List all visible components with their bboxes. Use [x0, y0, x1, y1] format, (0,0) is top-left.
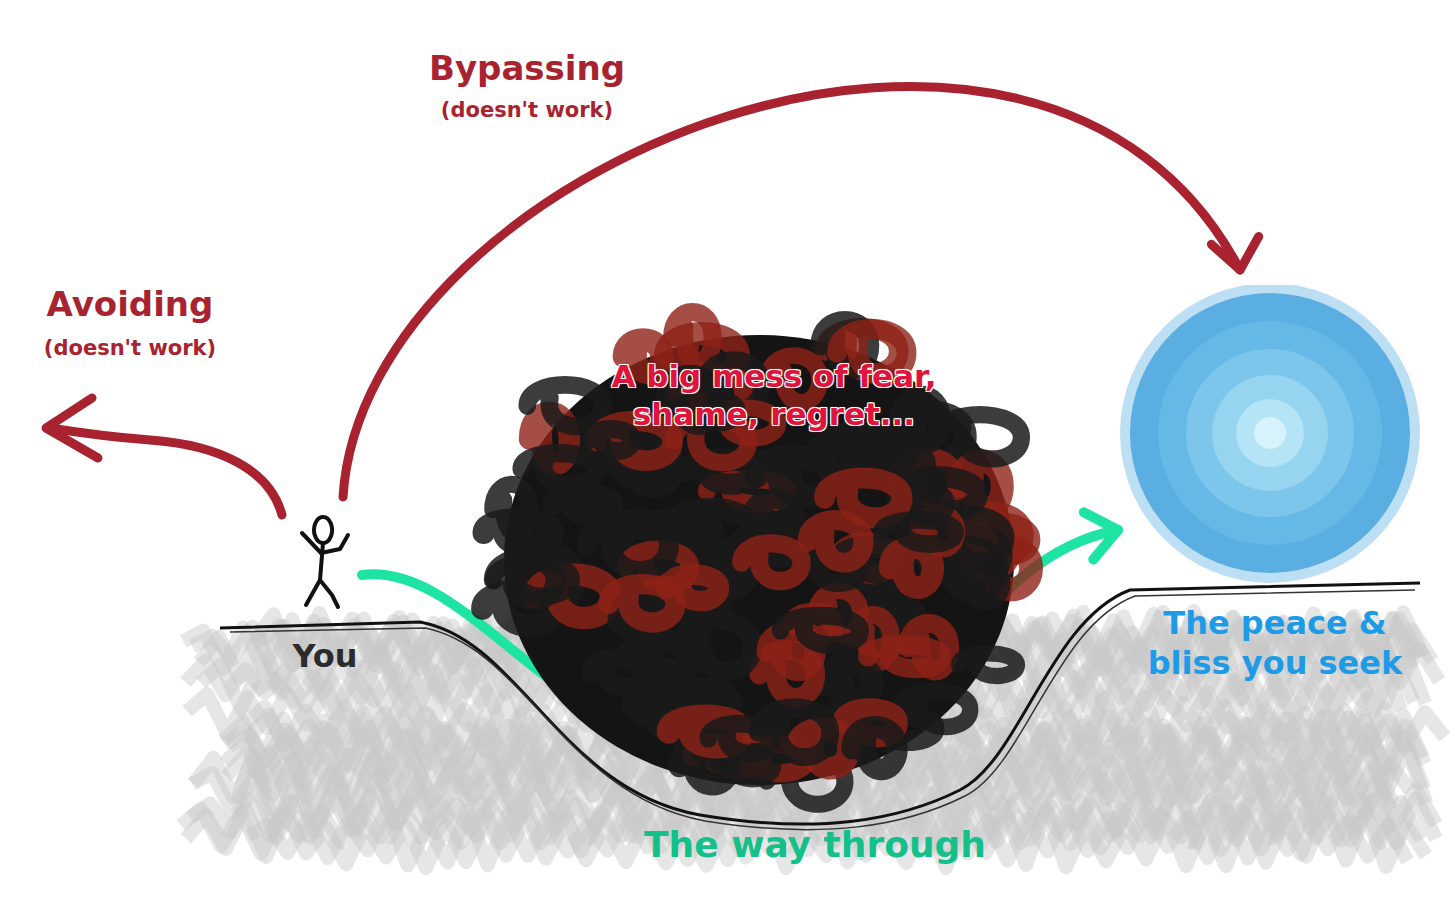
avoiding-label: Avoiding: [47, 284, 214, 324]
mess-stroke: [522, 453, 597, 485]
orb-ring: [1236, 399, 1304, 467]
mess-stroke: [959, 653, 1017, 676]
peace-circle: The peace & bliss you seek: [1110, 285, 1440, 705]
mess-stroke: [590, 658, 642, 688]
mess-stroke: [672, 312, 712, 361]
stick-figure-lines: [302, 517, 348, 607]
mess-stroke: [781, 616, 861, 646]
mess-stroke: [553, 494, 613, 515]
emotion-mess: A big mess of fear, shame, regret...: [452, 270, 1066, 825]
mess-stroke: [670, 508, 751, 549]
mess-stroke: [741, 543, 801, 581]
mess-stroke: [808, 520, 864, 563]
mess-stroke: [852, 727, 897, 769]
arrowhead: [1211, 236, 1258, 270]
mess-stroke: [890, 547, 933, 587]
orb-ring: [1186, 349, 1354, 517]
orb-ring: [1120, 285, 1420, 583]
note-label: (doesn't work): [44, 336, 216, 360]
mess-scribble: [452, 270, 1066, 825]
person-figure: You: [280, 505, 370, 695]
avoiding-arrow: [50, 428, 282, 515]
peace-label: The peace & bliss you seek: [1125, 603, 1425, 683]
orb-ring: [1254, 417, 1286, 449]
mess-stroke: [882, 520, 955, 544]
edge-label: Bypassing: [429, 48, 625, 88]
mess-label: A big mess of fear, shame, regret...: [584, 358, 964, 434]
orb-ring: [1158, 321, 1382, 545]
edge-label: The way through: [644, 824, 986, 865]
mess-stroke: [900, 691, 970, 727]
orb-ring: [1130, 293, 1410, 573]
arrowhead: [1084, 512, 1118, 559]
mess-stroke: [868, 645, 942, 669]
mess-stroke: [484, 519, 553, 546]
mess-core: [504, 335, 1014, 785]
avoiding-arrowhead: [46, 398, 98, 458]
mess-stroke: [527, 385, 602, 427]
mess-stroke: [589, 429, 632, 451]
mess-stroke: [956, 565, 1001, 601]
mess-stroke: [493, 562, 571, 596]
mess-stroke: [938, 415, 1022, 459]
mess-stroke: [825, 478, 902, 518]
orb-ring: [1212, 375, 1328, 491]
peace-orb: [1110, 285, 1440, 605]
mess-stroke: [587, 519, 669, 571]
stick-figure: [280, 505, 370, 615]
mess-stroke: [708, 724, 770, 754]
note-label: (doesn't work): [441, 98, 613, 122]
mess-stroke: [830, 664, 872, 701]
mess-stroke: [681, 620, 753, 672]
person-label: You: [280, 637, 370, 675]
mess-stroke: [609, 584, 676, 622]
